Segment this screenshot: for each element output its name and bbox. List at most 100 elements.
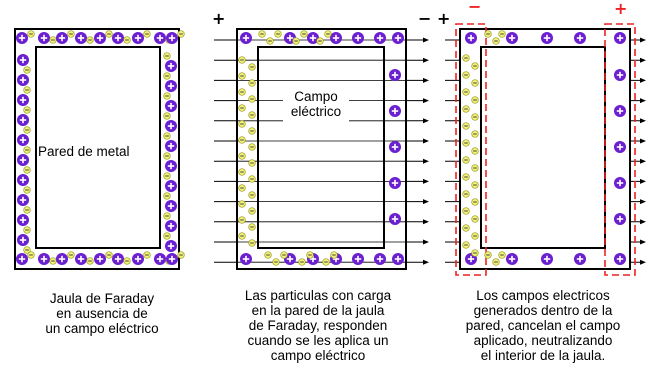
electron-charge-icon xyxy=(238,200,246,208)
field-arrow-icon xyxy=(640,37,646,43)
electron-charge-icon xyxy=(105,30,113,38)
proton-charge-icon xyxy=(112,32,124,44)
electron-charge-icon xyxy=(322,258,330,266)
proton-charge-icon xyxy=(506,32,518,44)
electron-charge-icon xyxy=(177,251,185,259)
field-arrow-icon xyxy=(423,98,429,104)
electron-charge-icon xyxy=(49,257,57,265)
electron-charge-icon xyxy=(163,52,171,60)
field-label: Campo eléctrico xyxy=(284,89,348,119)
proton-charge-icon xyxy=(389,105,401,117)
electron-charge-icon xyxy=(484,30,492,38)
proton-charge-icon xyxy=(165,120,177,132)
electron-charge-icon xyxy=(264,251,272,259)
panel2-minus-sign: − xyxy=(418,9,432,28)
proton-charge-icon xyxy=(165,160,177,172)
electron-charge-icon xyxy=(462,224,470,232)
field-arrow-icon xyxy=(423,37,429,43)
proton-charge-icon xyxy=(17,74,29,86)
caption-1-line-1: Jaula de Faraday xyxy=(49,291,155,306)
electron-charge-icon xyxy=(324,30,332,38)
electron-charge-icon xyxy=(316,37,324,45)
proton-charge-icon xyxy=(165,180,177,192)
electron-charge-icon xyxy=(23,106,31,114)
caption-2-line-4: cuando se les aplica un xyxy=(247,333,389,348)
proton-charge-icon xyxy=(166,32,178,44)
panel-applied-field xyxy=(214,28,429,270)
caption-panel-3: Los campos electricos generados dentro d… xyxy=(448,288,638,363)
field-arrow-icon xyxy=(423,219,429,225)
electron-charge-icon xyxy=(67,251,75,259)
proton-charge-icon xyxy=(154,32,166,44)
caption-panel-1: Jaula de Faraday en ausencia de un campo… xyxy=(14,291,190,336)
caption-3-line-4: aplicado, neutralizando xyxy=(473,333,613,348)
electron-charge-icon xyxy=(330,251,338,259)
proton-charge-icon xyxy=(166,253,178,265)
electron-charge-icon xyxy=(248,175,256,183)
proton-charge-icon xyxy=(574,253,586,265)
proton-charge-icon xyxy=(17,174,29,186)
field-arrow-icon xyxy=(640,239,646,245)
electron-charge-icon xyxy=(23,246,31,254)
proton-charge-icon xyxy=(132,253,144,265)
proton-charge-icon xyxy=(330,32,342,44)
proton-charge-icon xyxy=(165,60,177,72)
field-arrow-icon xyxy=(640,138,646,144)
proton-charge-icon xyxy=(389,213,401,225)
electron-charge-icon xyxy=(471,130,479,138)
electron-charge-icon xyxy=(248,63,256,71)
proton-charge-icon xyxy=(165,220,177,232)
field-arrow-icon xyxy=(640,219,646,225)
proton-charge-icon xyxy=(541,32,553,44)
electron-charge-icon xyxy=(498,30,506,38)
proton-charge-icon xyxy=(614,253,626,265)
electron-charge-icon xyxy=(462,71,470,79)
proton-charge-icon xyxy=(614,69,626,81)
electron-charge-icon xyxy=(471,164,479,172)
panel3-minus-red-sign: − xyxy=(468,0,482,16)
proton-charge-icon xyxy=(17,94,29,106)
electron-charge-icon xyxy=(238,152,246,160)
electron-charge-icon xyxy=(274,30,282,38)
electron-charge-icon xyxy=(471,215,479,223)
electron-charge-icon xyxy=(238,120,246,128)
electron-charge-icon xyxy=(471,62,479,70)
electron-charge-icon xyxy=(86,257,94,265)
caption-2-line-3: de Faraday, responden xyxy=(248,318,388,333)
proton-charge-icon xyxy=(352,253,364,265)
electron-charge-icon xyxy=(163,232,171,240)
proton-charge-icon xyxy=(16,253,28,265)
electron-charge-icon xyxy=(238,184,246,192)
proton-charge-icon xyxy=(165,80,177,92)
electron-charge-icon xyxy=(238,56,246,64)
electron-charge-icon xyxy=(23,186,31,194)
proton-charge-icon xyxy=(389,177,401,189)
proton-charge-icon xyxy=(374,32,386,44)
field-arrow-icon xyxy=(640,118,646,124)
electron-charge-icon xyxy=(258,30,266,38)
electron-charge-icon xyxy=(143,251,151,259)
proton-charge-icon xyxy=(614,141,626,153)
electron-charge-icon xyxy=(248,159,256,167)
proton-charge-icon xyxy=(506,253,518,265)
electron-charge-icon xyxy=(248,79,256,87)
proton-charge-icon xyxy=(17,214,29,226)
proton-charge-icon xyxy=(17,54,29,66)
electron-charge-icon xyxy=(266,37,274,45)
proton-charge-icon xyxy=(614,213,626,225)
electron-charge-icon xyxy=(484,251,492,259)
electron-charge-icon xyxy=(23,86,31,94)
caption-3-line-5: el interior de la jaula. xyxy=(480,348,606,363)
electron-charge-icon xyxy=(298,258,306,266)
panel-cancelled-field xyxy=(445,23,646,276)
field-arrow-icon xyxy=(640,158,646,164)
electron-charge-icon xyxy=(238,88,246,96)
electron-charge-icon xyxy=(49,36,57,44)
electron-charge-icon xyxy=(23,126,31,134)
electron-charge-icon xyxy=(163,92,171,100)
field-label-line-1: Campo xyxy=(294,89,338,104)
proton-charge-icon xyxy=(38,253,50,265)
electron-charge-icon xyxy=(23,206,31,214)
proton-charge-icon xyxy=(17,114,29,126)
